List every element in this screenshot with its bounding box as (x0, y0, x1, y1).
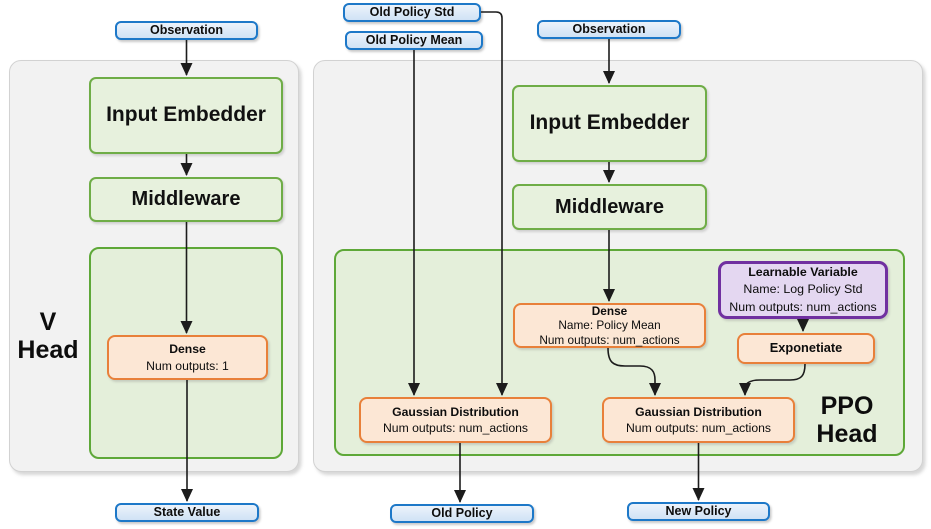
old-policy-mean-node: Old Policy Mean (345, 31, 483, 50)
old-policy-node: Old Policy (390, 504, 534, 523)
gaussian-old-line1: Num outputs: num_actions (383, 421, 528, 435)
v-head-label: V Head (10, 308, 86, 364)
middleware-node-right: Middleware (512, 184, 707, 230)
dense-v-node: Dense Num outputs: 1 (107, 335, 268, 380)
input-embedder-node-right: Input Embedder (512, 85, 707, 162)
middleware-node-left: Middleware (89, 177, 283, 222)
ppo-head-label-line1: PPO (820, 392, 874, 420)
observation-node-left: Observation (115, 21, 258, 40)
dense-v-line1: Num outputs: 1 (146, 358, 229, 373)
gaussian-distribution-new-node: Gaussian Distribution Num outputs: num_a… (602, 397, 795, 443)
gaussian-old-title: Gaussian Distribution (392, 404, 519, 419)
old-policy-std-node: Old Policy Std (343, 3, 481, 22)
input-embedder-node-left: Input Embedder (89, 77, 283, 154)
v-head-label-line2: Head (17, 336, 79, 364)
learnable-variable-title: Learnable Variable (748, 264, 858, 279)
learnable-variable-line1: Name: Log Policy Std (743, 282, 863, 297)
ppo-head-label: PPO Head (806, 392, 888, 448)
observation-node-right: Observation (537, 20, 681, 39)
exponetiate-node: Exponetiate (737, 333, 875, 364)
dense-policy-mean-node: Dense Name: Policy Mean Num outputs: num… (513, 303, 706, 348)
new-policy-node: New Policy (627, 502, 770, 521)
dense-policy-mean-line1: Name: Policy Mean (558, 318, 661, 333)
ppo-head-label-line2: Head (816, 420, 878, 448)
dense-policy-mean-title: Dense (591, 303, 628, 318)
v-head-label-line1: V (39, 308, 57, 336)
learnable-variable-node: Learnable Variable Name: Log Policy Std … (718, 261, 888, 319)
gaussian-distribution-old-node: Gaussian Distribution Num outputs: num_a… (359, 397, 552, 443)
dense-policy-mean-line2: Num outputs: num_actions (539, 332, 680, 347)
learnable-variable-line2: Num outputs: num_actions (729, 299, 877, 314)
dense-v-title: Dense (169, 342, 206, 356)
gaussian-new-line1: Num outputs: num_actions (626, 421, 771, 435)
gaussian-new-title: Gaussian Distribution (635, 404, 762, 419)
state-value-node: State Value (115, 503, 259, 522)
